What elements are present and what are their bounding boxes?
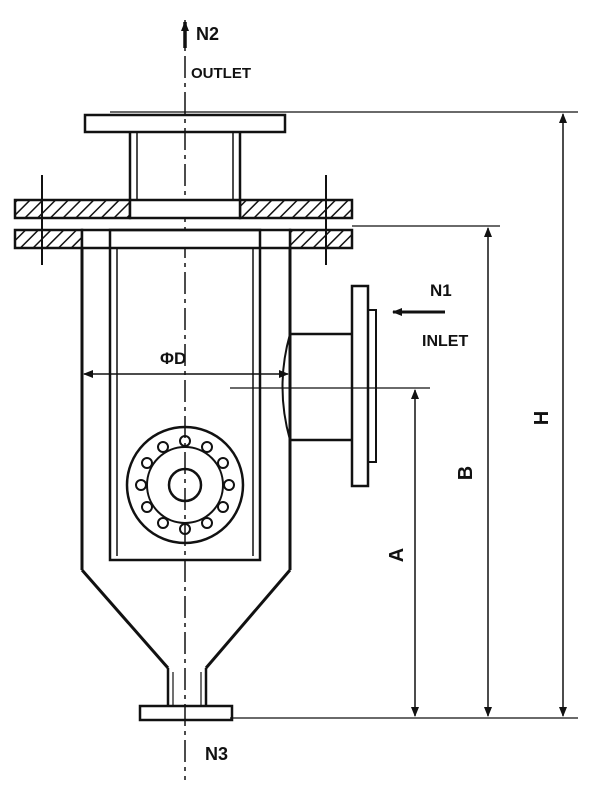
body-flange (13, 175, 354, 265)
dimension-b-label: B (455, 466, 477, 480)
vessel-body (80, 228, 292, 669)
dimension-a-label: A (386, 548, 408, 562)
outlet-nozzle (83, 113, 287, 200)
n2-label: N2 (196, 24, 219, 44)
side-flange-view (125, 425, 245, 545)
extension-lines (110, 111, 578, 719)
drain-nozzle (138, 668, 234, 722)
diameter-label: ΦD (160, 349, 186, 368)
n3-label: N3 (205, 744, 228, 764)
dimension-h-label: H (531, 411, 553, 425)
n1-label: N1 (430, 281, 452, 300)
inlet-label: INLET (422, 333, 468, 350)
inlet-nozzle (281, 284, 377, 488)
outlet-label: OUTLET (191, 65, 251, 82)
